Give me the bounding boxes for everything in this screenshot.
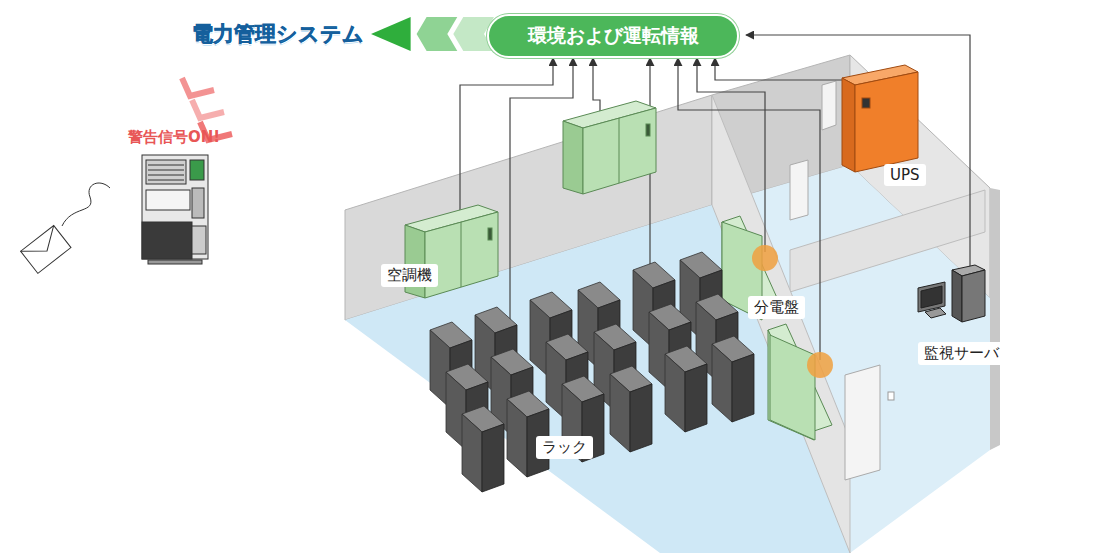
- node-text: 環境および運転情報: [519, 23, 707, 49]
- part-label: ラック: [536, 436, 593, 459]
- label-text: 監視サーバ: [924, 344, 999, 363]
- label-text: 空調機: [387, 266, 432, 285]
- part-label: 監視サーバ: [918, 342, 1005, 365]
- warning-label: 警告信号ON!: [128, 128, 220, 147]
- label-text: 分電盤: [754, 298, 799, 317]
- flow-arrow: [371, 17, 494, 51]
- label-text: ラック: [542, 438, 587, 457]
- label-text: UPS: [890, 166, 920, 184]
- part-label: UPS: [884, 164, 926, 186]
- arrow-part: [371, 17, 411, 51]
- node-text: 電力管理システム: [192, 20, 364, 48]
- part-label: 分電盤: [748, 296, 805, 319]
- system-title: 電力管理システム: [188, 18, 368, 50]
- info-banner: 環境および運転情報: [487, 14, 739, 58]
- part-label: 空調機: [381, 264, 438, 287]
- label-text: 警告信号ON!: [128, 128, 220, 147]
- arrow-part: [417, 17, 458, 51]
